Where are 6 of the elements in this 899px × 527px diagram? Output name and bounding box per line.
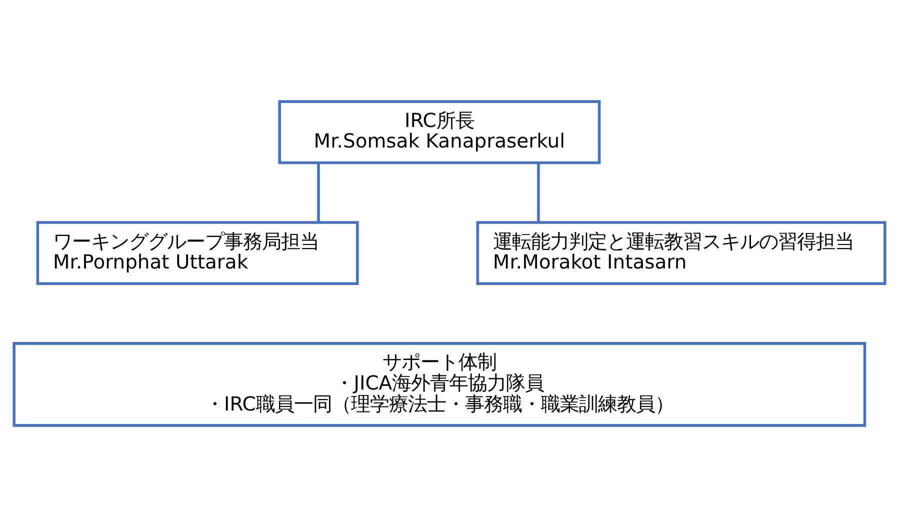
node-box: 運転能力判定と運転教習スキルの習得担当 Mr.Morakot Intasarn bbox=[476, 221, 886, 286]
node-box: IRC所長 Mr.Somsak Kanapraserkul bbox=[278, 100, 601, 164]
connector bbox=[537, 163, 540, 222]
node-box: ワーキンググループ事務局担当 Mr.Pornphat Uttarak bbox=[36, 221, 359, 286]
connector bbox=[317, 163, 320, 222]
node-box: サポート体制 ・JICA海外青年協力隊員 ・IRC職員一同（理学療法士・事務職・職業訓練教員） bbox=[12, 342, 866, 427]
